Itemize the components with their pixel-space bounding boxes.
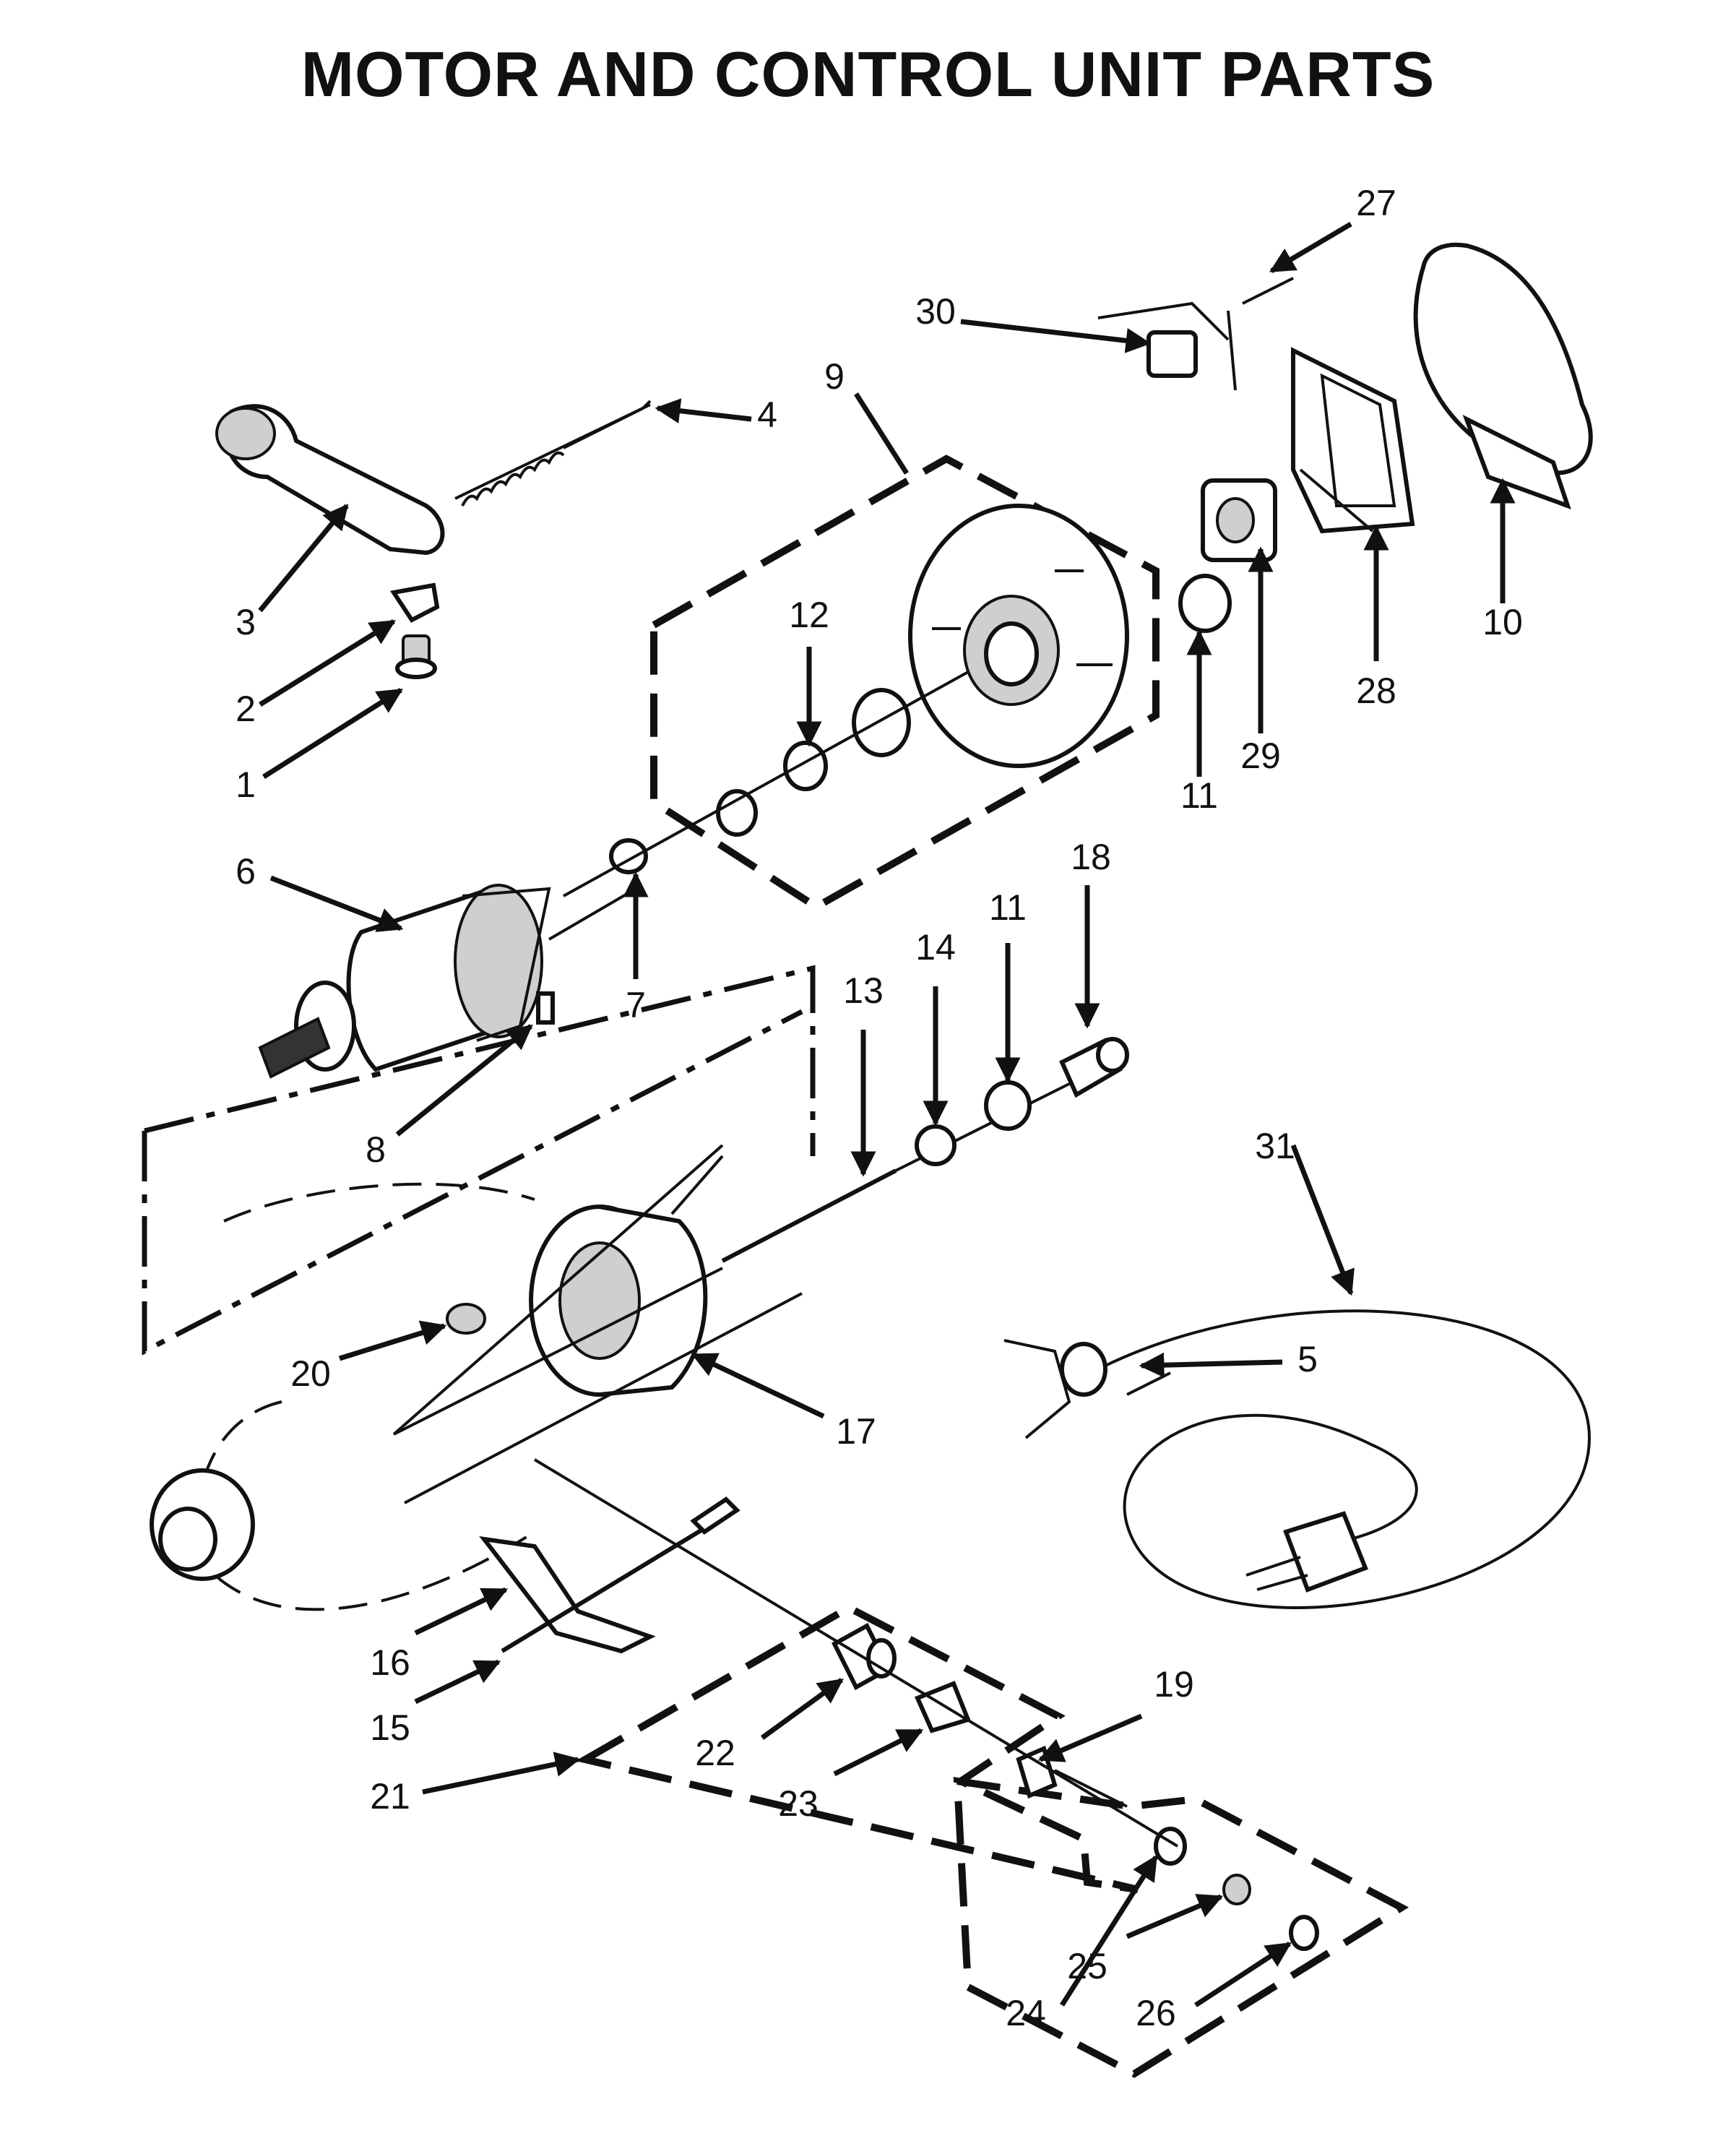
- stator-field-part: [529, 1155, 724, 1397]
- callout-9: 9: [824, 356, 845, 397]
- armature-part: [258, 884, 637, 1079]
- grommet-20-part: [446, 1303, 486, 1335]
- bushing-lower-part: [984, 1080, 1032, 1131]
- callout-6: 6: [236, 851, 256, 892]
- leader-lines: [258, 221, 1516, 2007]
- governor-spring-25-part: [1222, 1874, 1251, 1905]
- callout-22: 22: [695, 1733, 735, 1773]
- screw-part: [395, 634, 437, 679]
- gasket-part: [1413, 242, 1593, 475]
- callout-27: 27: [1356, 183, 1396, 223]
- brush-holder-part: [1201, 478, 1277, 562]
- page-title: MOTOR AND CONTROL UNIT PARTS: [301, 38, 1435, 110]
- sleeve-part: [1059, 1037, 1129, 1098]
- clip-part: [390, 582, 440, 623]
- callout-28: 28: [1356, 671, 1396, 711]
- callout-30: 30: [915, 291, 956, 332]
- callout-7: 7: [626, 985, 646, 1025]
- callout-26: 26: [1136, 1993, 1176, 2033]
- assembly-boundaries: [142, 455, 1409, 2078]
- star-washer-part: [915, 1124, 956, 1166]
- motor-housing-centerline: [144, 965, 816, 1156]
- shift-lever-part: [479, 1535, 656, 1654]
- threaded-rod-part: [721, 1168, 897, 1263]
- callout-2: 2: [236, 689, 256, 729]
- callout-25: 25: [1067, 1946, 1107, 1986]
- callout-31: 31: [1255, 1126, 1295, 1166]
- power-cord-part: [1060, 1309, 1592, 1609]
- callout-14: 14: [915, 927, 956, 968]
- governor-cup-24-part: [1154, 1827, 1187, 1866]
- strain-relief-part: [1003, 1339, 1071, 1439]
- callout-12: 12: [789, 595, 829, 635]
- callout-5: 5: [1297, 1339, 1318, 1379]
- brush-brackets: [392, 1144, 803, 1504]
- motor-housing: [150, 1182, 536, 1611]
- control-board-part: [1291, 347, 1415, 534]
- control-rod-part: [501, 1515, 724, 1653]
- callout-3: 3: [236, 602, 256, 642]
- callout-11-upper: 11: [1180, 775, 1218, 816]
- coupling-23-part: [914, 1681, 972, 1733]
- callout-10: 10: [1482, 602, 1523, 642]
- motor-housing-outline: [142, 1009, 803, 1356]
- callout-labels: 1 2 3 4 5 6 7 8 9 10 11 11 12 13 14 15 1…: [236, 183, 1523, 2033]
- callout-24: 24: [1006, 1993, 1046, 2033]
- callout-19: 19: [1154, 1664, 1194, 1705]
- end-cap-part: [908, 504, 1129, 768]
- spacer-part: [783, 741, 828, 791]
- governor-shaft-19-part: [1016, 1745, 1128, 1808]
- callout-29: 29: [1240, 736, 1281, 776]
- speed-control-assembly-boundary: [575, 1603, 1139, 1893]
- callout-13: 13: [843, 970, 884, 1011]
- callout-20: 20: [290, 1353, 331, 1394]
- callout-11-lower: 11: [989, 887, 1027, 928]
- bearing-part: [852, 688, 911, 757]
- callout-15: 15: [370, 1707, 410, 1748]
- screw-5-part: [1126, 1371, 1171, 1396]
- callout-18: 18: [1071, 837, 1111, 877]
- end-cap-assembly-boundary: [650, 455, 1160, 911]
- lever-arm-part: [215, 404, 445, 556]
- spring-part: [454, 400, 652, 507]
- governor-cap-26-part: [1289, 1915, 1319, 1951]
- callout-1: 1: [236, 764, 256, 805]
- screw-27-part: [1242, 277, 1294, 305]
- callout-8: 8: [366, 1129, 386, 1170]
- callout-23: 23: [778, 1783, 819, 1824]
- callout-16: 16: [370, 1642, 410, 1683]
- callout-17: 17: [836, 1411, 876, 1452]
- governor-assembly-boundary: [953, 1777, 1409, 2078]
- callout-21: 21: [370, 1776, 410, 1817]
- capacitor-part: [1097, 301, 1237, 391]
- bushing-upper-part: [1178, 574, 1232, 633]
- retaining-ring-part: [716, 789, 758, 837]
- callout-4: 4: [757, 395, 777, 435]
